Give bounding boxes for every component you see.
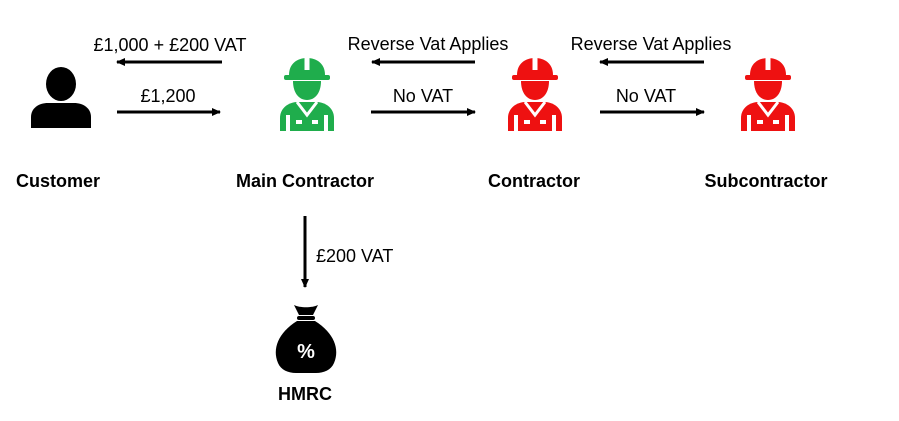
- node-label-contractor: Contractor: [488, 171, 580, 191]
- arrow-label-contractor-to-sub: No VAT: [616, 86, 676, 106]
- arrow-label-main-to-contractor: No VAT: [393, 86, 453, 106]
- arrow-label-contractor-to-main: Reverse Vat Applies: [348, 34, 509, 54]
- arrow-label-customer-to-main: £1,200: [140, 86, 195, 106]
- node-label-customer: Customer: [16, 171, 100, 191]
- node-label-main-contractor: Main Contractor: [236, 171, 374, 191]
- main-contractor-worker-icon: [278, 56, 336, 133]
- node-label-subcontractor: Subcontractor: [704, 171, 827, 191]
- contractor-worker-icon: [506, 56, 564, 133]
- hmrc-percent-symbol: %: [297, 341, 315, 363]
- node-label-hmrc: HMRC: [278, 384, 332, 404]
- arrow-label-sub-to-contractor: Reverse Vat Applies: [571, 34, 732, 54]
- money-bag-percent-icon: %: [275, 305, 337, 373]
- arrow-label-main-to-customer: £1,000 + £200 VAT: [94, 35, 247, 55]
- subcontractor-worker-icon: [739, 56, 797, 133]
- arrow-label-main-to-hmrc: £200 VAT: [316, 246, 393, 266]
- person-icon: [31, 67, 91, 128]
